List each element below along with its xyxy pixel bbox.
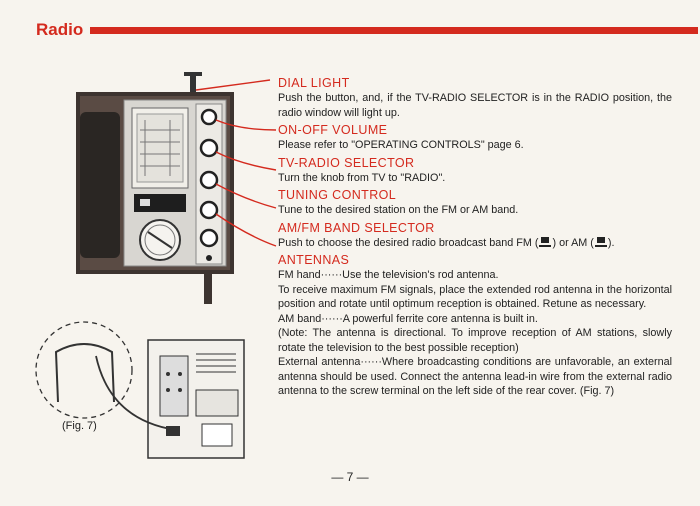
text-band-part-b: ) or AM ( <box>552 236 594 249</box>
text-band-part-a: Push to choose the desired radio broadca… <box>278 236 539 249</box>
heading-tv-radio-selector: TV-RADIO SELECTOR <box>278 155 415 170</box>
text-am-band: AM band······A powerful ferrite core ant… <box>278 312 538 325</box>
page-header: Radio <box>0 18 700 44</box>
text-tv-radio-selector: Turn the knob from TV to "RADIO". <box>278 171 446 184</box>
text-band-part-c: ). <box>607 236 615 249</box>
section-band-selector: AM/FM BAND SELECTOR Push to choose the d… <box>278 221 672 251</box>
heading-on-off-volume: ON-OFF VOLUME <box>278 123 388 137</box>
antenna-detail-callout <box>35 321 177 431</box>
text-on-off-volume: Please refer to "OPERATING CONTROLS" pag… <box>278 139 524 151</box>
heading-dial-light: DIAL LIGHT <box>278 76 350 90</box>
text-tuning-control: Tune to the desired station on the FM or… <box>278 204 519 216</box>
section-title: Radio <box>36 20 84 39</box>
section-on-off-volume: ON-OFF VOLUME Please refer to "OPERATING… <box>278 123 672 153</box>
instructions-column: DIAL LIGHT Push the button, and, if the … <box>278 76 672 402</box>
text-band-selector: Push to choose the desired radio broadca… <box>278 236 672 251</box>
section-tuning-control: TUNING CONTROL Tune to the desired stati… <box>278 188 672 218</box>
am-band-icon <box>594 236 607 247</box>
text-fm-hand: FM hand······Use the television's rod an… <box>278 269 499 281</box>
tv-cabinet <box>76 92 234 304</box>
section-tv-radio-selector: TV-RADIO SELECTOR Turn the knob from TV … <box>278 156 672 186</box>
page-number: — 7 — <box>331 470 369 484</box>
heading-tuning-control: TUNING CONTROL <box>278 188 397 202</box>
rear-cover-figure <box>147 339 245 459</box>
heading-antennas: ANTENNAS <box>278 253 350 267</box>
heading-band-selector: AM/FM BAND SELECTOR <box>278 220 435 235</box>
rod-antenna-stub <box>184 72 202 94</box>
figure-caption: (Fig. 7) <box>62 420 97 432</box>
text-fm-reception: To receive maximum FM signals, place the… <box>278 283 672 311</box>
header-rule <box>90 27 698 34</box>
section-antennas: ANTENNAS FM hand······Use the television… <box>278 253 672 399</box>
section-dial-light: DIAL LIGHT Push the button, and, if the … <box>278 76 672 120</box>
text-dial-light: Push the button, and, if the TV-RADIO SE… <box>278 92 672 119</box>
fm-band-icon <box>539 236 552 247</box>
text-external-antenna: External antenna······Where broadcasting… <box>278 356 672 397</box>
tv-radio-illustration <box>35 72 277 459</box>
text-note: (Note: The antenna is directional. To im… <box>278 327 672 354</box>
leader-lines <box>195 79 277 247</box>
